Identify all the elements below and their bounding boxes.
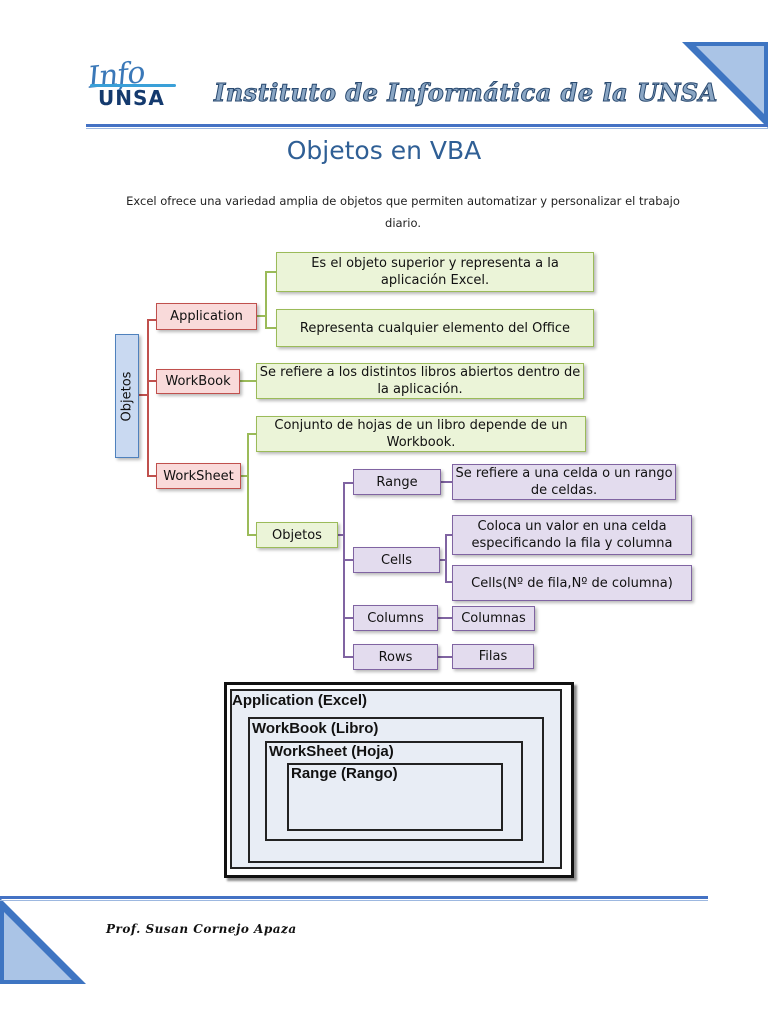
nest-range: Range (Rango) xyxy=(287,763,503,831)
node-cells: Cells xyxy=(353,547,440,573)
node-objetos: Objetos xyxy=(256,522,338,548)
node-workbook-desc: Se refiere a los distintos libros abiert… xyxy=(256,363,584,399)
node-root-objetos: Objetos xyxy=(115,334,139,458)
nest-application: Application (Excel) WorkBook (Libro) Wor… xyxy=(230,689,562,869)
node-worksheet-desc: Conjunto de hojas de un libro depende de… xyxy=(256,416,586,452)
intro-paragraph: Excel ofrece una variedad amplia de obje… xyxy=(126,194,680,230)
footer-author: Prof. Susan Cornejo Apaza xyxy=(106,922,297,936)
nested-objects-figure: Application (Excel) WorkBook (Libro) Wor… xyxy=(224,682,574,878)
institute-title: Instituto de Informática de la UNSA xyxy=(214,78,718,108)
node-range-desc: Se refiere a una celda o un rango de cel… xyxy=(452,464,676,500)
nest-worksheet: WorkSheet (Hoja) Range (Rango) xyxy=(265,741,523,841)
nest-application-label: Application (Excel) xyxy=(232,692,368,709)
node-application: Application xyxy=(156,303,257,330)
node-application-desc-1: Es el objeto superior y representa a la … xyxy=(276,252,594,292)
header-rule-thin xyxy=(86,128,768,129)
nest-workbook-label: WorkBook (Libro) xyxy=(252,720,379,737)
node-columns: Columns xyxy=(353,605,438,631)
corner-triangle-bottom-left xyxy=(0,898,86,984)
header-rule xyxy=(86,124,768,127)
nest-workbook: WorkBook (Libro) WorkSheet (Hoja) Range … xyxy=(248,717,544,863)
logo-swoosh xyxy=(90,84,176,87)
node-rows-desc: Filas xyxy=(452,644,534,669)
corner-triangle-top-right xyxy=(682,42,768,128)
node-cells-desc-2: Cells(Nº de fila,Nº de columna) xyxy=(452,565,692,601)
footer-rule-thin xyxy=(0,900,708,901)
nest-range-label: Range (Rango) xyxy=(291,765,398,782)
node-rows: Rows xyxy=(353,644,438,670)
node-application-desc-2: Representa cualquier elemento del Office xyxy=(276,309,594,347)
nest-worksheet-label: WorkSheet (Hoja) xyxy=(269,743,394,760)
node-workbook: WorkBook xyxy=(156,369,240,394)
logo-unsa-text: UNSA xyxy=(98,86,165,110)
diagram-connectors xyxy=(138,271,452,658)
node-columns-desc: Columnas xyxy=(452,606,535,631)
page-title: Objetos en VBA xyxy=(286,136,482,165)
node-cells-desc-1: Coloca un valor en una celda especifican… xyxy=(452,515,692,555)
node-root-label: Objetos xyxy=(119,371,135,421)
footer-rule xyxy=(0,896,708,899)
node-worksheet: WorkSheet xyxy=(156,463,241,489)
node-range: Range xyxy=(353,469,441,495)
